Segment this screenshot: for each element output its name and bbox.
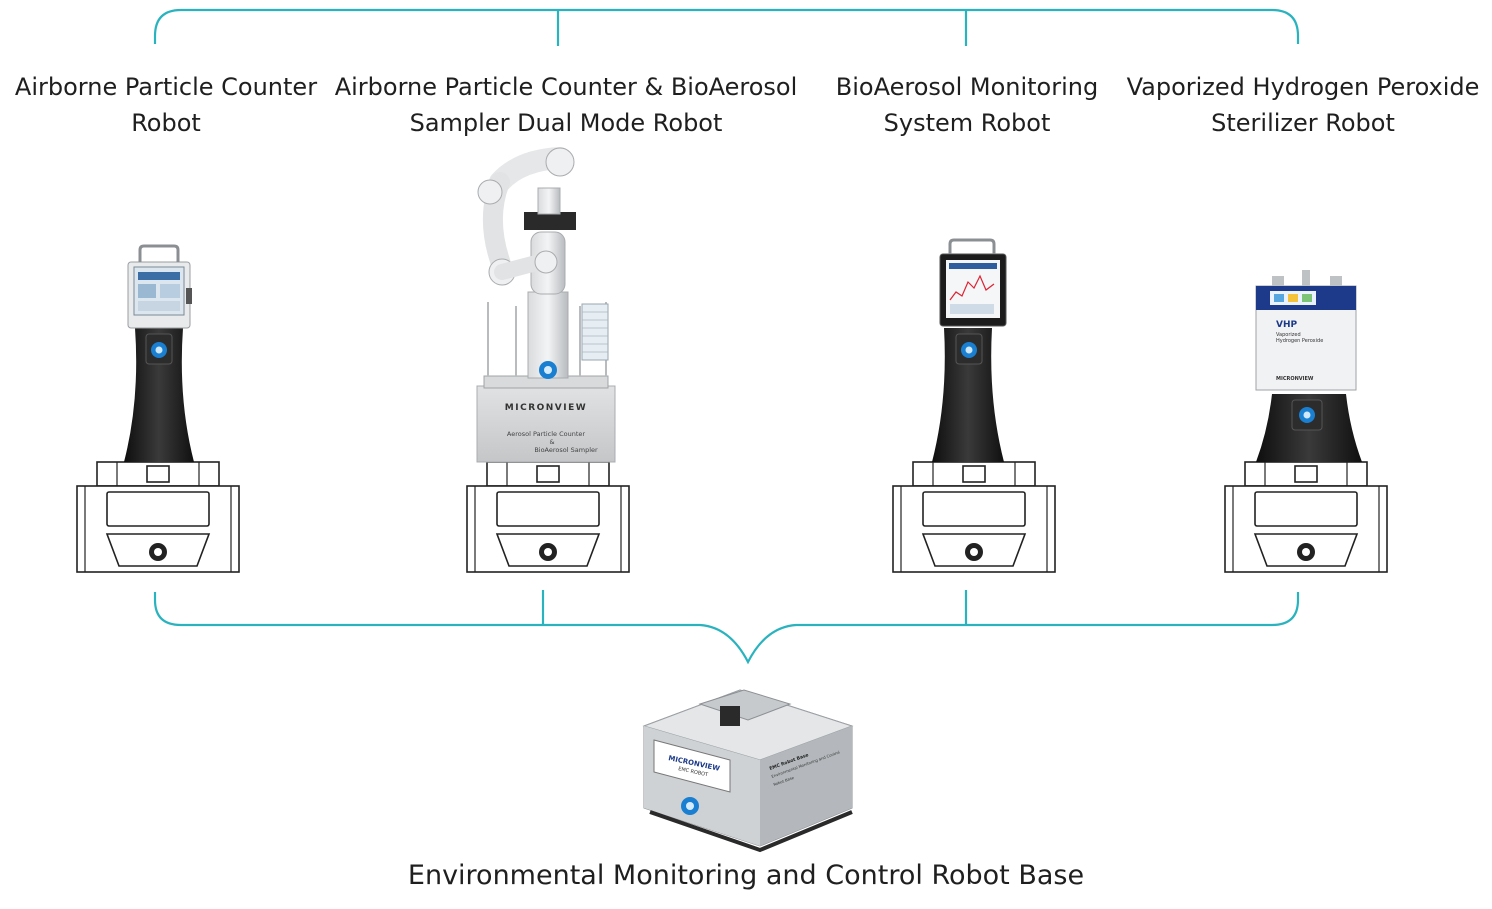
vhp-text-line2: Hydrogen Peroxide	[1276, 338, 1323, 344]
vhp-brand-text: MICRONVIEW	[1276, 376, 1314, 382]
top-connector-bracket	[153, 8, 1300, 46]
robot-label-line1: Vaporized Hydrogen Peroxide	[1126, 73, 1480, 101]
robot-label-vhp-sterilizer: Vaporized Hydrogen Peroxide Sterilizer R…	[1126, 69, 1480, 141]
robot-chassis-1	[76, 461, 240, 573]
bioaerosol-robot-illustration	[932, 238, 1007, 462]
dual-brand-text: MICRONVIEW	[505, 403, 587, 413]
particle-counter-robot-illustration	[124, 244, 194, 462]
robot-label-line2: System Robot	[883, 109, 1051, 137]
dual-text-line2: BioAerosol Sampler	[534, 446, 598, 454]
robot-chassis-4	[1224, 461, 1388, 573]
robot-label-line1: Airborne Particle Counter	[14, 73, 318, 101]
vhp-text-line1: Vaporized	[1276, 332, 1301, 338]
vhp-robot-illustration: VHP Vaporized Hydrogen Peroxide MICRONVI…	[1255, 270, 1362, 462]
dual-mode-robot-illustration: MICRONVIEW Aerosol Particle Counter & Bi…	[476, 147, 616, 463]
robot-label-line1: Airborne Particle Counter & BioAerosol	[334, 73, 798, 101]
robot-label-line2: Sterilizer Robot	[1211, 109, 1395, 137]
robot-label-line1: BioAerosol Monitoring	[835, 73, 1099, 101]
robot-chassis-3	[892, 461, 1056, 573]
robot-label-line2: Sampler Dual Mode Robot	[409, 109, 723, 137]
bottom-connector-bracket	[153, 590, 1300, 665]
robot-label-particle-counter: Airborne Particle Counter Robot	[10, 69, 322, 141]
robot-label-dual-mode: Airborne Particle Counter & BioAerosol S…	[330, 69, 802, 141]
robot-base-illustration: MICRONVIEW EMC ROBOT EMC Robot Base Envi…	[642, 689, 854, 853]
dual-text-line1: Aerosol Particle Counter	[507, 430, 585, 438]
robot-label-line2: Robot	[131, 109, 201, 137]
robot-chassis-2	[466, 461, 630, 573]
robot-base-label: Environmental Monitoring and Control Rob…	[407, 860, 1085, 891]
dual-text-amp: &	[549, 438, 554, 446]
robot-label-bioaerosol: BioAerosol Monitoring System Robot	[820, 69, 1114, 141]
vhp-title-text: VHP	[1276, 320, 1297, 330]
